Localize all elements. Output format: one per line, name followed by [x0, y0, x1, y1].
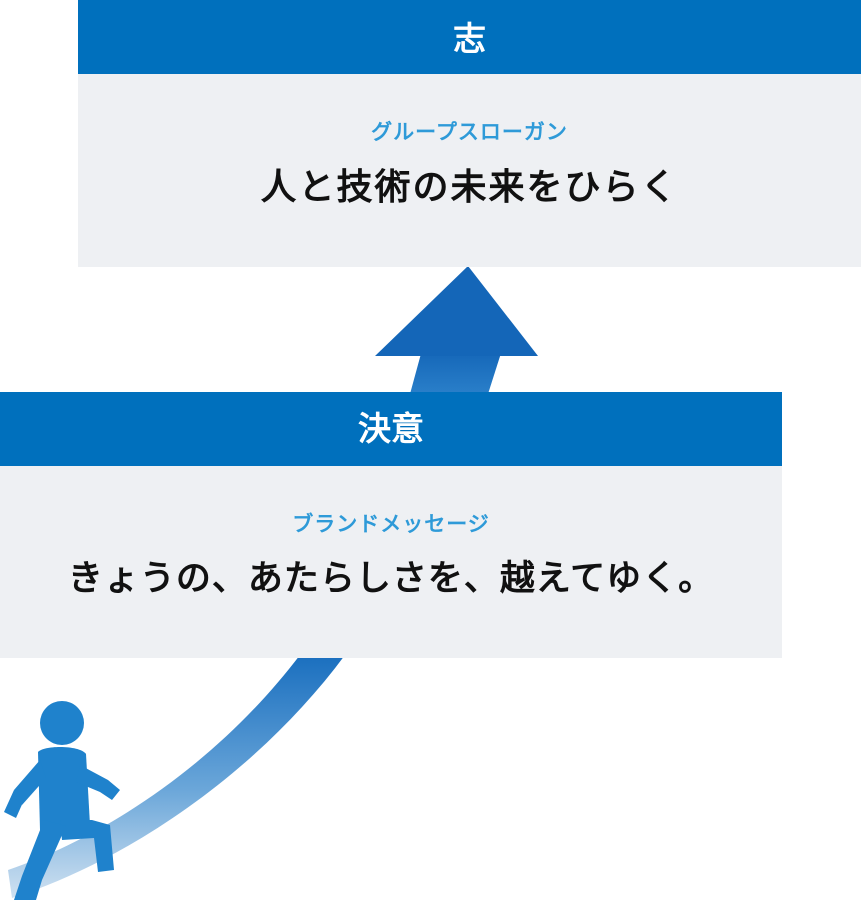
panel-header-kokorozashi: 志 [78, 0, 861, 74]
brand-message-text: きょうの、あたらしさを、越えてゆく。 [67, 559, 715, 599]
panel-body-slogan: グループスローガン 人と技術の未来をひらく [78, 74, 861, 267]
panel-body-brand-message: ブランドメッセージ きょうの、あたらしさを、越えてゆく。 [0, 466, 782, 658]
brand-message-label: ブランドメッセージ [292, 512, 490, 536]
arrow-shaft [410, 350, 502, 394]
walking-person-icon [4, 701, 120, 900]
group-slogan-text: 人と技術の未来をひらく [260, 167, 679, 208]
slogan-panel: 志 グループスローガン 人と技術の未来をひらく [78, 0, 861, 267]
panel-header-ketsui: 決意 [0, 392, 782, 466]
group-slogan-label: グループスローガン [371, 120, 568, 144]
upward-arrow-icon [375, 266, 538, 356]
brand-message-panel: 決意 ブランドメッセージ きょうの、あたらしさを、越えてゆく。 [0, 392, 782, 658]
